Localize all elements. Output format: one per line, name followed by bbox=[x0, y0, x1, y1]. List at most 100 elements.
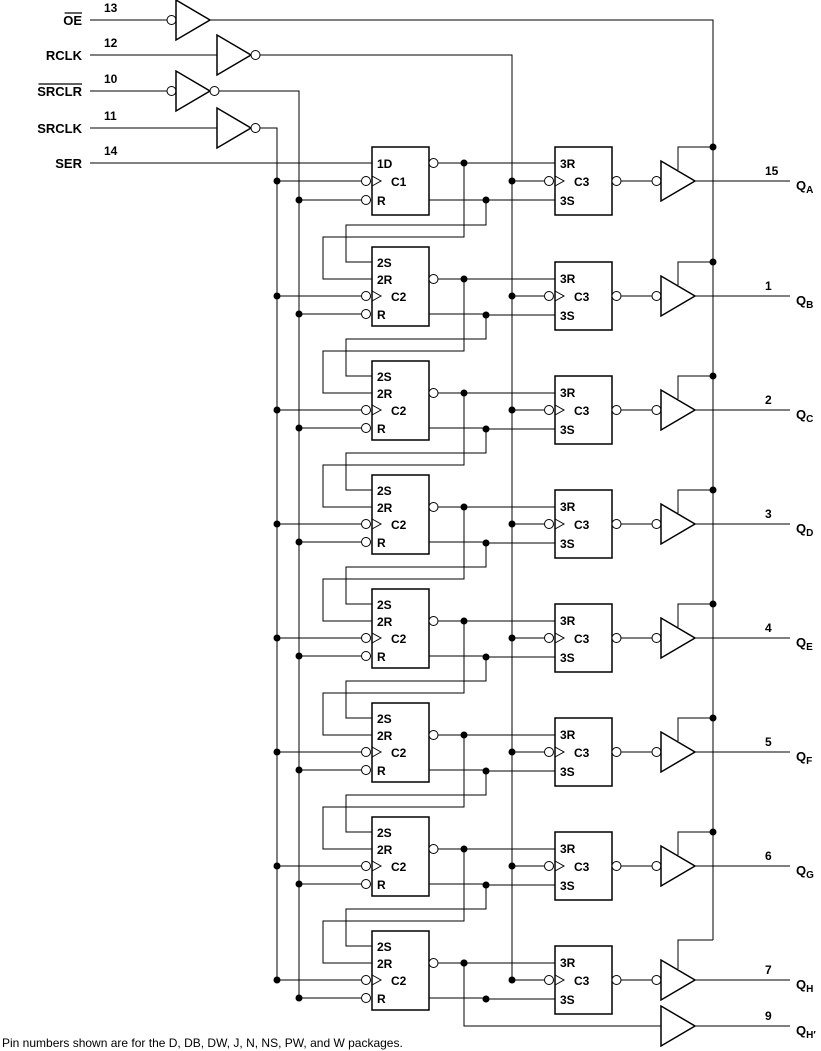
oe-enable bbox=[677, 261, 713, 285]
storage-clock-label: C3 bbox=[574, 860, 590, 874]
storage-clock-label: C3 bbox=[574, 175, 590, 189]
clock-triangle bbox=[554, 175, 566, 187]
ff-data-reset-label: 2R bbox=[377, 387, 393, 401]
cascade-2r bbox=[322, 849, 465, 964]
srclr-buffer bbox=[175, 69, 212, 113]
junction-dot bbox=[482, 767, 490, 775]
output-buffer-5 bbox=[660, 616, 697, 660]
rclk-output-bubble bbox=[250, 50, 261, 60]
output-buffer-1 bbox=[660, 159, 697, 203]
junction-dot bbox=[709, 828, 717, 836]
rclk-buffer bbox=[216, 33, 253, 77]
ff-reset-label: R bbox=[377, 992, 386, 1006]
ff-output-bubble bbox=[428, 844, 439, 854]
input-pin-ser: 14 bbox=[104, 144, 118, 158]
oe-enable bbox=[677, 717, 713, 741]
clock-triangle bbox=[371, 860, 383, 872]
ff-reset-bubble bbox=[361, 537, 371, 547]
storage-clock-label: C3 bbox=[574, 404, 590, 418]
ff-clock-bubble bbox=[361, 747, 371, 757]
junction-dot bbox=[295, 310, 303, 318]
output-qa-pin-number: 15 bbox=[765, 164, 779, 178]
shift-flipflop-7 bbox=[371, 816, 430, 897]
storage-output-bubble bbox=[611, 291, 622, 301]
wires bbox=[90, 19, 790, 1027]
junction-dot bbox=[295, 880, 303, 888]
junction-dot bbox=[460, 275, 468, 283]
ff-reset-bubble bbox=[361, 879, 371, 889]
ff-set-label: 2S bbox=[377, 370, 392, 384]
junction-dot bbox=[482, 425, 490, 433]
storage-set-label: 3S bbox=[560, 993, 575, 1007]
junction-dot bbox=[295, 538, 303, 546]
junction-dot bbox=[709, 372, 717, 380]
output-buffer-bubble bbox=[651, 519, 662, 529]
input-pin-srclr: 10 bbox=[104, 72, 118, 86]
storage-clock-bubble bbox=[544, 861, 554, 871]
input-pin-srclk: 11 bbox=[104, 109, 117, 123]
oe-enable bbox=[677, 375, 713, 399]
shift-flipflop-8 bbox=[371, 930, 430, 1011]
junction-dot bbox=[460, 503, 468, 511]
ff-reset-label: R bbox=[377, 422, 386, 436]
cascade-2r bbox=[322, 393, 465, 508]
srclr-bus bbox=[219, 90, 300, 998]
storage-clock-bubble bbox=[544, 519, 554, 529]
storage-clock-label: C3 bbox=[574, 290, 590, 304]
ff-clock-label: C2 bbox=[391, 974, 407, 988]
junction-dot bbox=[508, 406, 516, 414]
oe-enable bbox=[677, 939, 713, 969]
ff-data-reset-label: 2R bbox=[377, 615, 393, 629]
output-buffer-bubble bbox=[651, 291, 662, 301]
oe-enable bbox=[677, 831, 713, 855]
cascade-2s bbox=[345, 543, 487, 605]
output-buffer-2 bbox=[660, 274, 697, 318]
output-buffer-7 bbox=[660, 844, 697, 888]
rclk-bus bbox=[260, 54, 513, 981]
junction-dot bbox=[508, 862, 516, 870]
ff-output-bubble bbox=[428, 958, 439, 968]
clock-triangle bbox=[371, 974, 383, 986]
clock-triangle bbox=[371, 175, 383, 187]
junction-dot bbox=[273, 177, 281, 185]
clock-triangle bbox=[554, 860, 566, 872]
shift-flipflop-4 bbox=[371, 474, 430, 555]
junction-dot bbox=[295, 424, 303, 432]
cascade-2s bbox=[345, 771, 487, 833]
storage-output-bubble bbox=[611, 861, 622, 871]
cascade-2r bbox=[322, 735, 465, 850]
junction-dot bbox=[273, 520, 281, 528]
junction-dot bbox=[460, 389, 468, 397]
output-qa-label: QA bbox=[796, 178, 813, 196]
storage-set-label: 3S bbox=[560, 879, 575, 893]
junction-dot bbox=[295, 652, 303, 660]
junction-dot bbox=[709, 143, 717, 151]
ff-data-reset-label: 2R bbox=[377, 957, 393, 971]
cascade-2r bbox=[322, 279, 465, 394]
ff-data-reset-label: 2R bbox=[377, 729, 393, 743]
junction-dot bbox=[273, 748, 281, 756]
output-qb-pin-number: 1 bbox=[765, 279, 772, 293]
storage-clock-bubble bbox=[544, 291, 554, 301]
input-label-ser: SER bbox=[55, 156, 82, 171]
components bbox=[166, 0, 697, 1048]
ff-clock-bubble bbox=[361, 291, 371, 301]
serial-out-label: QH′ bbox=[796, 1023, 816, 1041]
storage-output-bubble bbox=[611, 633, 622, 643]
storage-set-label: 3S bbox=[560, 537, 575, 551]
junction-dot bbox=[295, 196, 303, 204]
junction-dot bbox=[482, 311, 490, 319]
srclr-output-bubble bbox=[209, 86, 220, 96]
output-buffer-bubble bbox=[651, 633, 662, 643]
ff-clock-bubble bbox=[361, 519, 371, 529]
storage-output-bubble bbox=[611, 176, 622, 186]
srclr-input-bubble bbox=[166, 86, 177, 96]
srclk-bus bbox=[260, 127, 278, 981]
ff-clock-label: C1 bbox=[391, 175, 407, 189]
storage-output-bubble bbox=[611, 747, 622, 757]
junction-dot bbox=[273, 406, 281, 414]
ff-reset-bubble bbox=[361, 651, 371, 661]
ff-reset-bubble bbox=[361, 195, 371, 205]
junction-dot bbox=[460, 845, 468, 853]
ff-reset-label: R bbox=[377, 536, 386, 550]
